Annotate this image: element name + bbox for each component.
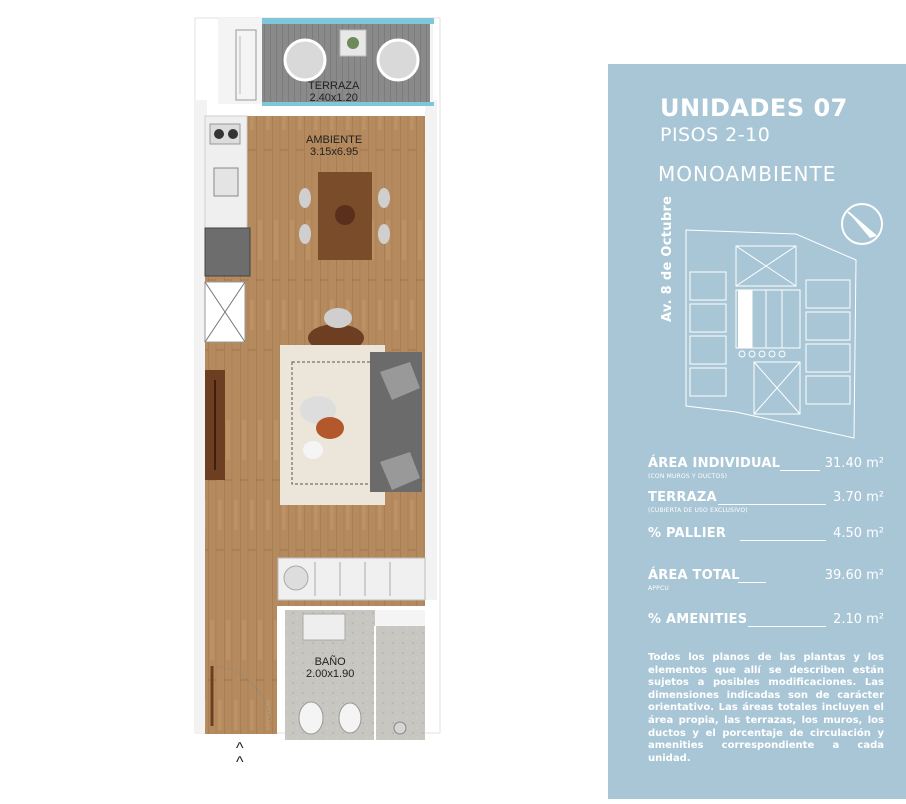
- area-total-label: ÁREA TOTAL: [648, 568, 740, 583]
- room-name: TERRAZA: [308, 80, 360, 92]
- unit-title: UNIDADES 07: [660, 94, 848, 122]
- street-label: Av. 8 de Octubre: [660, 195, 675, 322]
- leader-line: [780, 470, 820, 471]
- room-label-ambiente: AMBIENTE 3.15x6.95: [306, 134, 362, 158]
- leader-line: [740, 540, 826, 541]
- area-value: 31.40 m²: [824, 456, 884, 471]
- entrance-marker: ^ ^: [236, 740, 244, 771]
- area-label: % PALLIER: [648, 526, 727, 541]
- room-name: AMBIENTE: [306, 134, 363, 146]
- unit-type: MONOAMBIENTE: [658, 162, 837, 186]
- area-amenities-row: % AMENITIES 2.10 m²: [648, 612, 884, 642]
- area-individual-row: ÁREA INDIVIDUAL (CON MUROS Y DUCTOS) 31.…: [648, 456, 884, 486]
- disclaimer-text: Todos los planos de las plantas y los el…: [648, 652, 884, 764]
- floor-plan: TERRAZA 2.40x1.20 AMBIENTE 3.15x6.95 BAÑ…: [194, 17, 441, 771]
- area-label: TERRAZA: [648, 490, 717, 505]
- area-total-note: APPCU: [648, 585, 669, 592]
- north-compass-icon: [841, 203, 883, 245]
- area-label: ÁREA INDIVIDUAL: [648, 456, 781, 471]
- leader-line: [718, 504, 826, 505]
- area-value: 2.10 m²: [833, 612, 884, 627]
- area-terraza-row: TERRAZA (CUBIERTA DE USO EXCLUSIVO) 3.70…: [648, 490, 884, 520]
- leader-line: [738, 582, 766, 583]
- area-total-row: ÁREA TOTAL APPCU 39.60 m²: [648, 568, 884, 604]
- room-label-terraza: TERRAZA 2.40x1.20: [308, 80, 359, 104]
- info-panel: UNIDADES 07 PISOS 2-10 MONOAMBIENTE Av. …: [608, 64, 906, 799]
- building-key-plan: [685, 229, 857, 439]
- room-dimensions: 2.40x1.20: [309, 92, 358, 104]
- area-note: (CUBIERTA DE USO EXCLUSIVO): [648, 507, 748, 514]
- room-dimensions: 2.00x1.90: [306, 668, 355, 680]
- area-value: 3.70 m²: [833, 490, 884, 505]
- room-label-bano: BAÑO 2.00x1.90: [306, 656, 354, 680]
- area-note: (CON MUROS Y DUCTOS): [648, 473, 728, 480]
- area-label: % AMENITIES: [648, 612, 748, 627]
- room-name: BAÑO: [314, 656, 346, 668]
- area-value: 4.50 m²: [833, 526, 884, 541]
- area-total-value: 39.60 m²: [824, 568, 884, 583]
- floors-label: PISOS 2-10: [660, 124, 771, 146]
- room-dimensions: 3.15x6.95: [309, 146, 359, 158]
- area-pallier-row: % PALLIER 4.50 m²: [648, 526, 884, 556]
- floor-plan-drawing: [194, 17, 441, 740]
- leader-line: [748, 626, 826, 627]
